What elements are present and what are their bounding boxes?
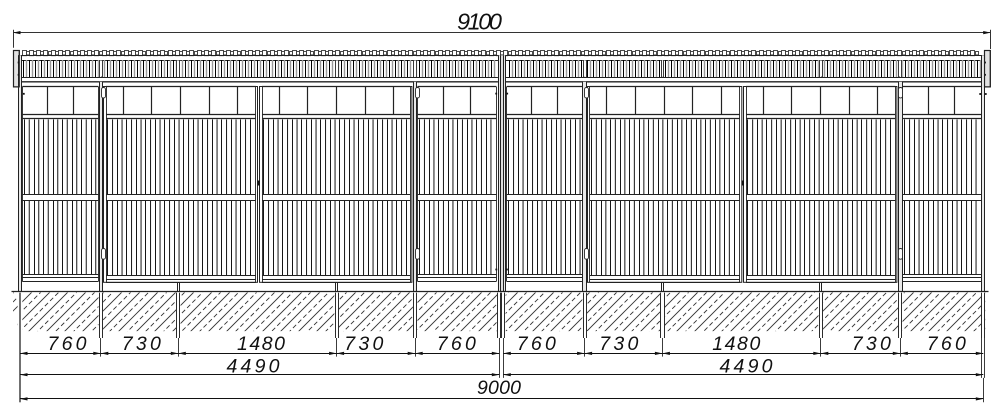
svg-text:760: 760 — [48, 333, 87, 355]
svg-text:760: 760 — [927, 333, 966, 355]
svg-text:1480: 1480 — [237, 333, 285, 355]
svg-text:760: 760 — [437, 333, 476, 355]
svg-text:730: 730 — [122, 333, 161, 355]
svg-text:730: 730 — [599, 333, 638, 355]
svg-text:760: 760 — [517, 333, 556, 355]
svg-text:1480: 1480 — [712, 333, 760, 355]
svg-text:730: 730 — [852, 333, 891, 355]
svg-text:9100: 9100 — [457, 9, 502, 35]
svg-text:730: 730 — [344, 333, 383, 355]
svg-text:9000: 9000 — [477, 377, 521, 399]
